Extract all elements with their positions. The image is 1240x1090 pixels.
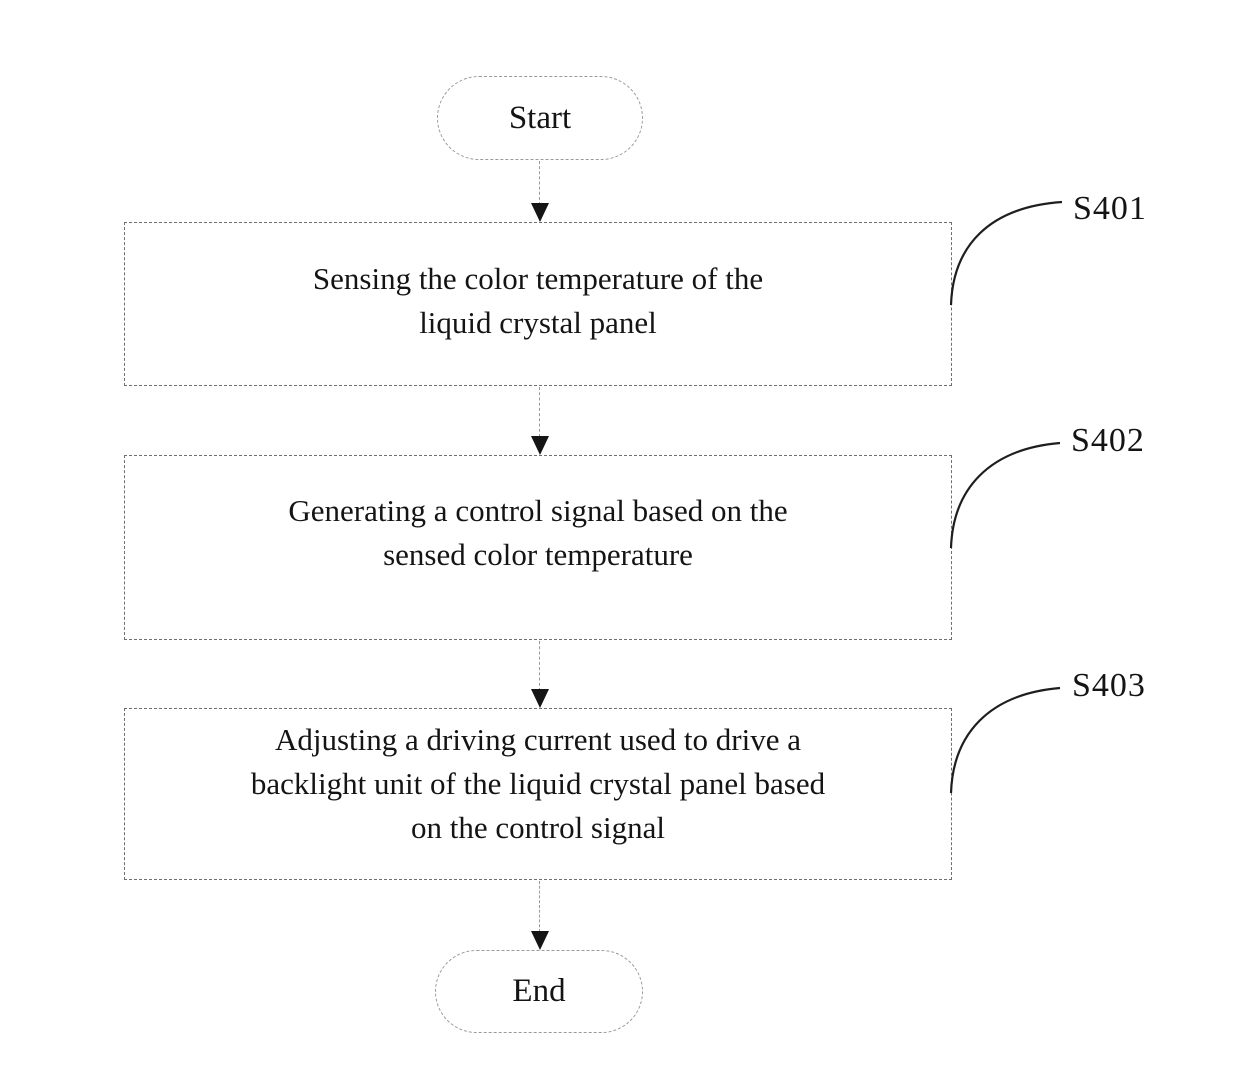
step-label-s401: S401 [1073,190,1147,227]
arrow-down-icon [531,436,549,455]
process-text-line: backlight unit of the liquid crystal pan… [250,766,826,801]
process-box-adjusting: Adjusting a driving current used to driv… [124,708,952,880]
step-label-s402: S402 [1071,422,1145,459]
start-terminal: Start [437,76,643,160]
process-text-line: Sensing the color temperature of the [312,261,764,296]
process-box-sensing: Sensing the color temperature of the liq… [124,222,952,386]
process-text-line: on the control signal [411,810,665,845]
process-text-line: Adjusting a driving current used to driv… [274,722,802,757]
process-box-generating: Generating a control signal based on the… [124,455,952,640]
reference-curve-s403 [949,686,1061,794]
flow-connector-line [539,161,540,205]
flow-connector-line [539,881,540,932]
reference-curve-s402 [949,441,1061,549]
start-label: Start [508,99,572,136]
flow-connector-line [539,641,540,691]
flow-connector-line [539,387,540,437]
step-label-s403: S403 [1072,667,1146,704]
end-label: End [512,973,566,1009]
process-text-line: Generating a control signal based on the [288,493,788,528]
arrow-down-icon [531,689,549,708]
process-text-line: liquid crystal panel [419,305,657,340]
reference-curve-s401 [949,200,1063,306]
end-terminal: End [435,950,643,1033]
process-text-line: sensed color temperature [383,537,693,572]
arrow-down-icon [531,203,549,222]
arrow-down-icon [531,931,549,950]
